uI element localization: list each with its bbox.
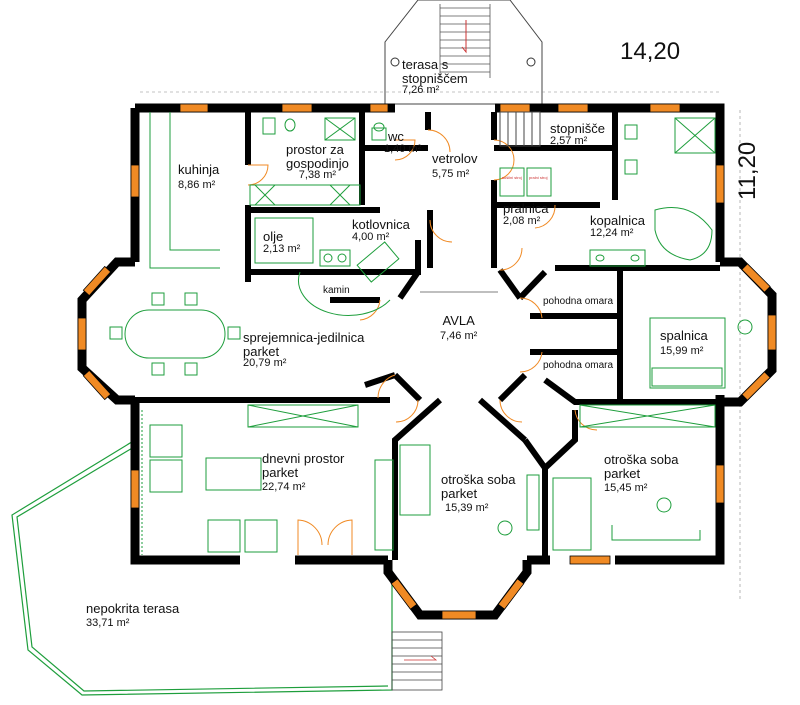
windows bbox=[77, 103, 777, 620]
depth-dimension: 11,20 bbox=[734, 141, 761, 200]
terrace-label: terasa s stopniščem 7,26 m² bbox=[402, 57, 468, 97]
child-room-2-label: otroška soba parket 15,45 m² bbox=[604, 452, 679, 495]
bottom-steps bbox=[391, 631, 443, 691]
dining-room-label: sprejemnica-jedilnica parket 20,79 m² bbox=[243, 330, 365, 370]
dryer-label: pralni stroj bbox=[529, 175, 548, 180]
walk-in-closet-1-label: pohodna omara bbox=[543, 296, 614, 307]
bathroom-label: kopalnica 12,24 m² bbox=[590, 213, 645, 239]
kitchen-label: kuhinja 8,86 m² bbox=[178, 162, 220, 191]
interior-walls bbox=[135, 112, 720, 560]
vestibule-label: vetrolov 5,75 m² bbox=[432, 151, 478, 180]
furniture bbox=[109, 111, 753, 555]
wc-label: wc 1,40 m² bbox=[384, 129, 422, 155]
width-dimension: 14,20 bbox=[620, 38, 681, 65]
staircase-label: stopnišče 2,57 m² bbox=[550, 121, 605, 147]
uncovered-terrace-label: nepokrita terasa 33,71 m² bbox=[86, 601, 180, 629]
dimension-lines bbox=[140, 91, 741, 600]
oil-room-label: olje 2,13 m² bbox=[263, 229, 301, 255]
fireplace-label: kamin bbox=[323, 285, 350, 296]
doors bbox=[247, 129, 598, 555]
boiler-room-label: kotlovnica 4,00 m² bbox=[352, 217, 410, 243]
hall-label: AVLA 7,46 m² bbox=[440, 313, 478, 342]
washer-label: sušilni stroj bbox=[502, 175, 522, 180]
living-room-label: dnevni prostor parket 22,74 m² bbox=[262, 451, 345, 494]
walk-in-closet-2-label: pohodna omara bbox=[543, 360, 614, 371]
laundry-label: pralnica 2,08 m² bbox=[503, 201, 549, 227]
child-room-1-label: otroška soba parket 15,39 m² bbox=[441, 472, 516, 515]
bedroom-label: spalnica 15,99 m² bbox=[660, 328, 708, 357]
utility-room-label: prostor za gospodinjo 7,38 m² bbox=[286, 142, 349, 182]
